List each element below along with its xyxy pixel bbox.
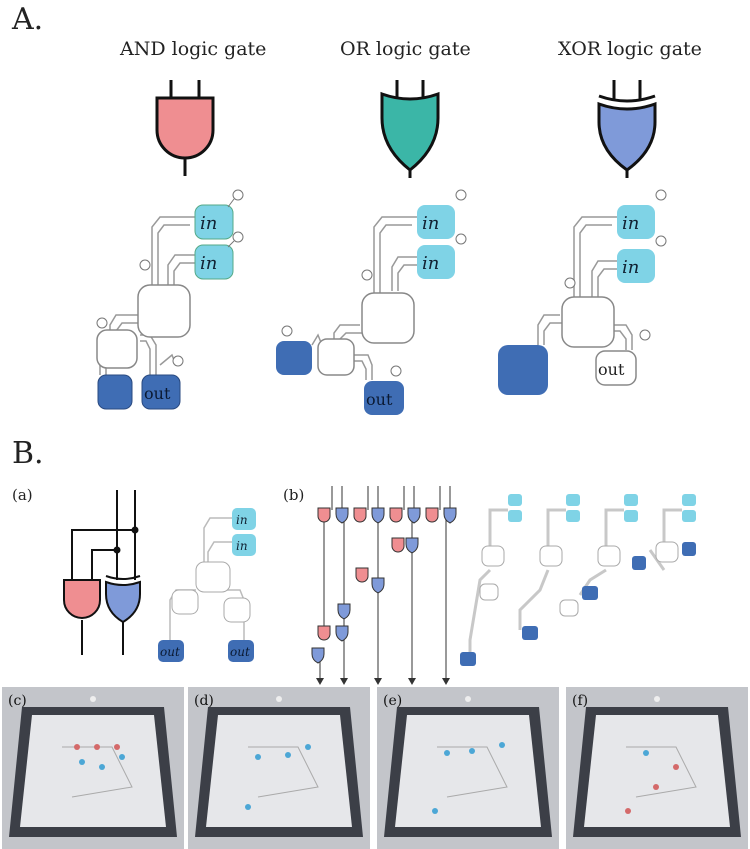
half-adder-tiles xyxy=(158,508,256,662)
section-b-label: B. xyxy=(12,436,44,471)
b-in-label-2: in xyxy=(236,539,248,553)
or-in-label-2: in xyxy=(422,253,439,274)
and-gate-title: AND logic gate xyxy=(120,38,267,60)
and-tile-circuit xyxy=(96,189,244,410)
or-tile-circuit xyxy=(276,189,467,415)
panel-e-label: (e) xyxy=(383,693,403,709)
and-in-label-2: in xyxy=(200,253,217,274)
tabletop-device-e xyxy=(377,687,559,849)
xor-tile-circuit xyxy=(498,189,667,395)
b-out-label-1: out xyxy=(160,645,180,659)
adder-gates xyxy=(311,507,457,664)
xor-in-label-1: in xyxy=(622,213,639,234)
or-gate-title: OR logic gate xyxy=(340,38,471,60)
xor-out-label: out xyxy=(598,360,625,379)
and-gate-symbol xyxy=(155,80,215,176)
b-in-label-1: in xyxy=(236,513,248,527)
tile-circuits: in in out in in out xyxy=(96,189,667,415)
or-out-label: out xyxy=(366,390,393,409)
xor-gate-symbol xyxy=(597,80,657,178)
tabletop-device-f xyxy=(566,687,748,849)
section-a-label: A. xyxy=(12,2,44,37)
panel-c-label: (c) xyxy=(8,693,27,709)
photo-panel-e: (e) xyxy=(377,687,559,849)
photo-panel-d: (d) xyxy=(188,687,370,849)
tabletop-device-c xyxy=(2,687,184,849)
and-in-label-1: in xyxy=(200,213,217,234)
half-adder-schematic xyxy=(71,490,136,655)
photo-panel-f: (f) xyxy=(566,687,748,849)
and-gate-small xyxy=(63,579,101,619)
and-out-label: out xyxy=(144,384,171,403)
panel-b-label: (b) xyxy=(283,486,305,504)
or-gate-symbol xyxy=(380,80,440,178)
adder-schematic-wires xyxy=(319,486,451,680)
adder-output-arrows xyxy=(316,678,450,685)
gate-symbols xyxy=(155,80,657,178)
panel-f-label: (f) xyxy=(572,693,589,709)
xor-gate-title: XOR logic gate xyxy=(558,38,702,60)
tabletop-device-d xyxy=(188,687,370,849)
or-in-label-1: in xyxy=(422,213,439,234)
b-out-label-2: out xyxy=(230,645,250,659)
xor-in-label-2: in xyxy=(622,257,639,278)
section-b-diagrams: in in out out xyxy=(63,486,696,685)
xor-gate-small xyxy=(105,580,141,624)
panel-d-label: (d) xyxy=(194,693,214,709)
photo-panel-c: (c) xyxy=(2,687,184,849)
panel-a-label: (a) xyxy=(12,486,33,504)
adder-tiles xyxy=(460,494,696,666)
